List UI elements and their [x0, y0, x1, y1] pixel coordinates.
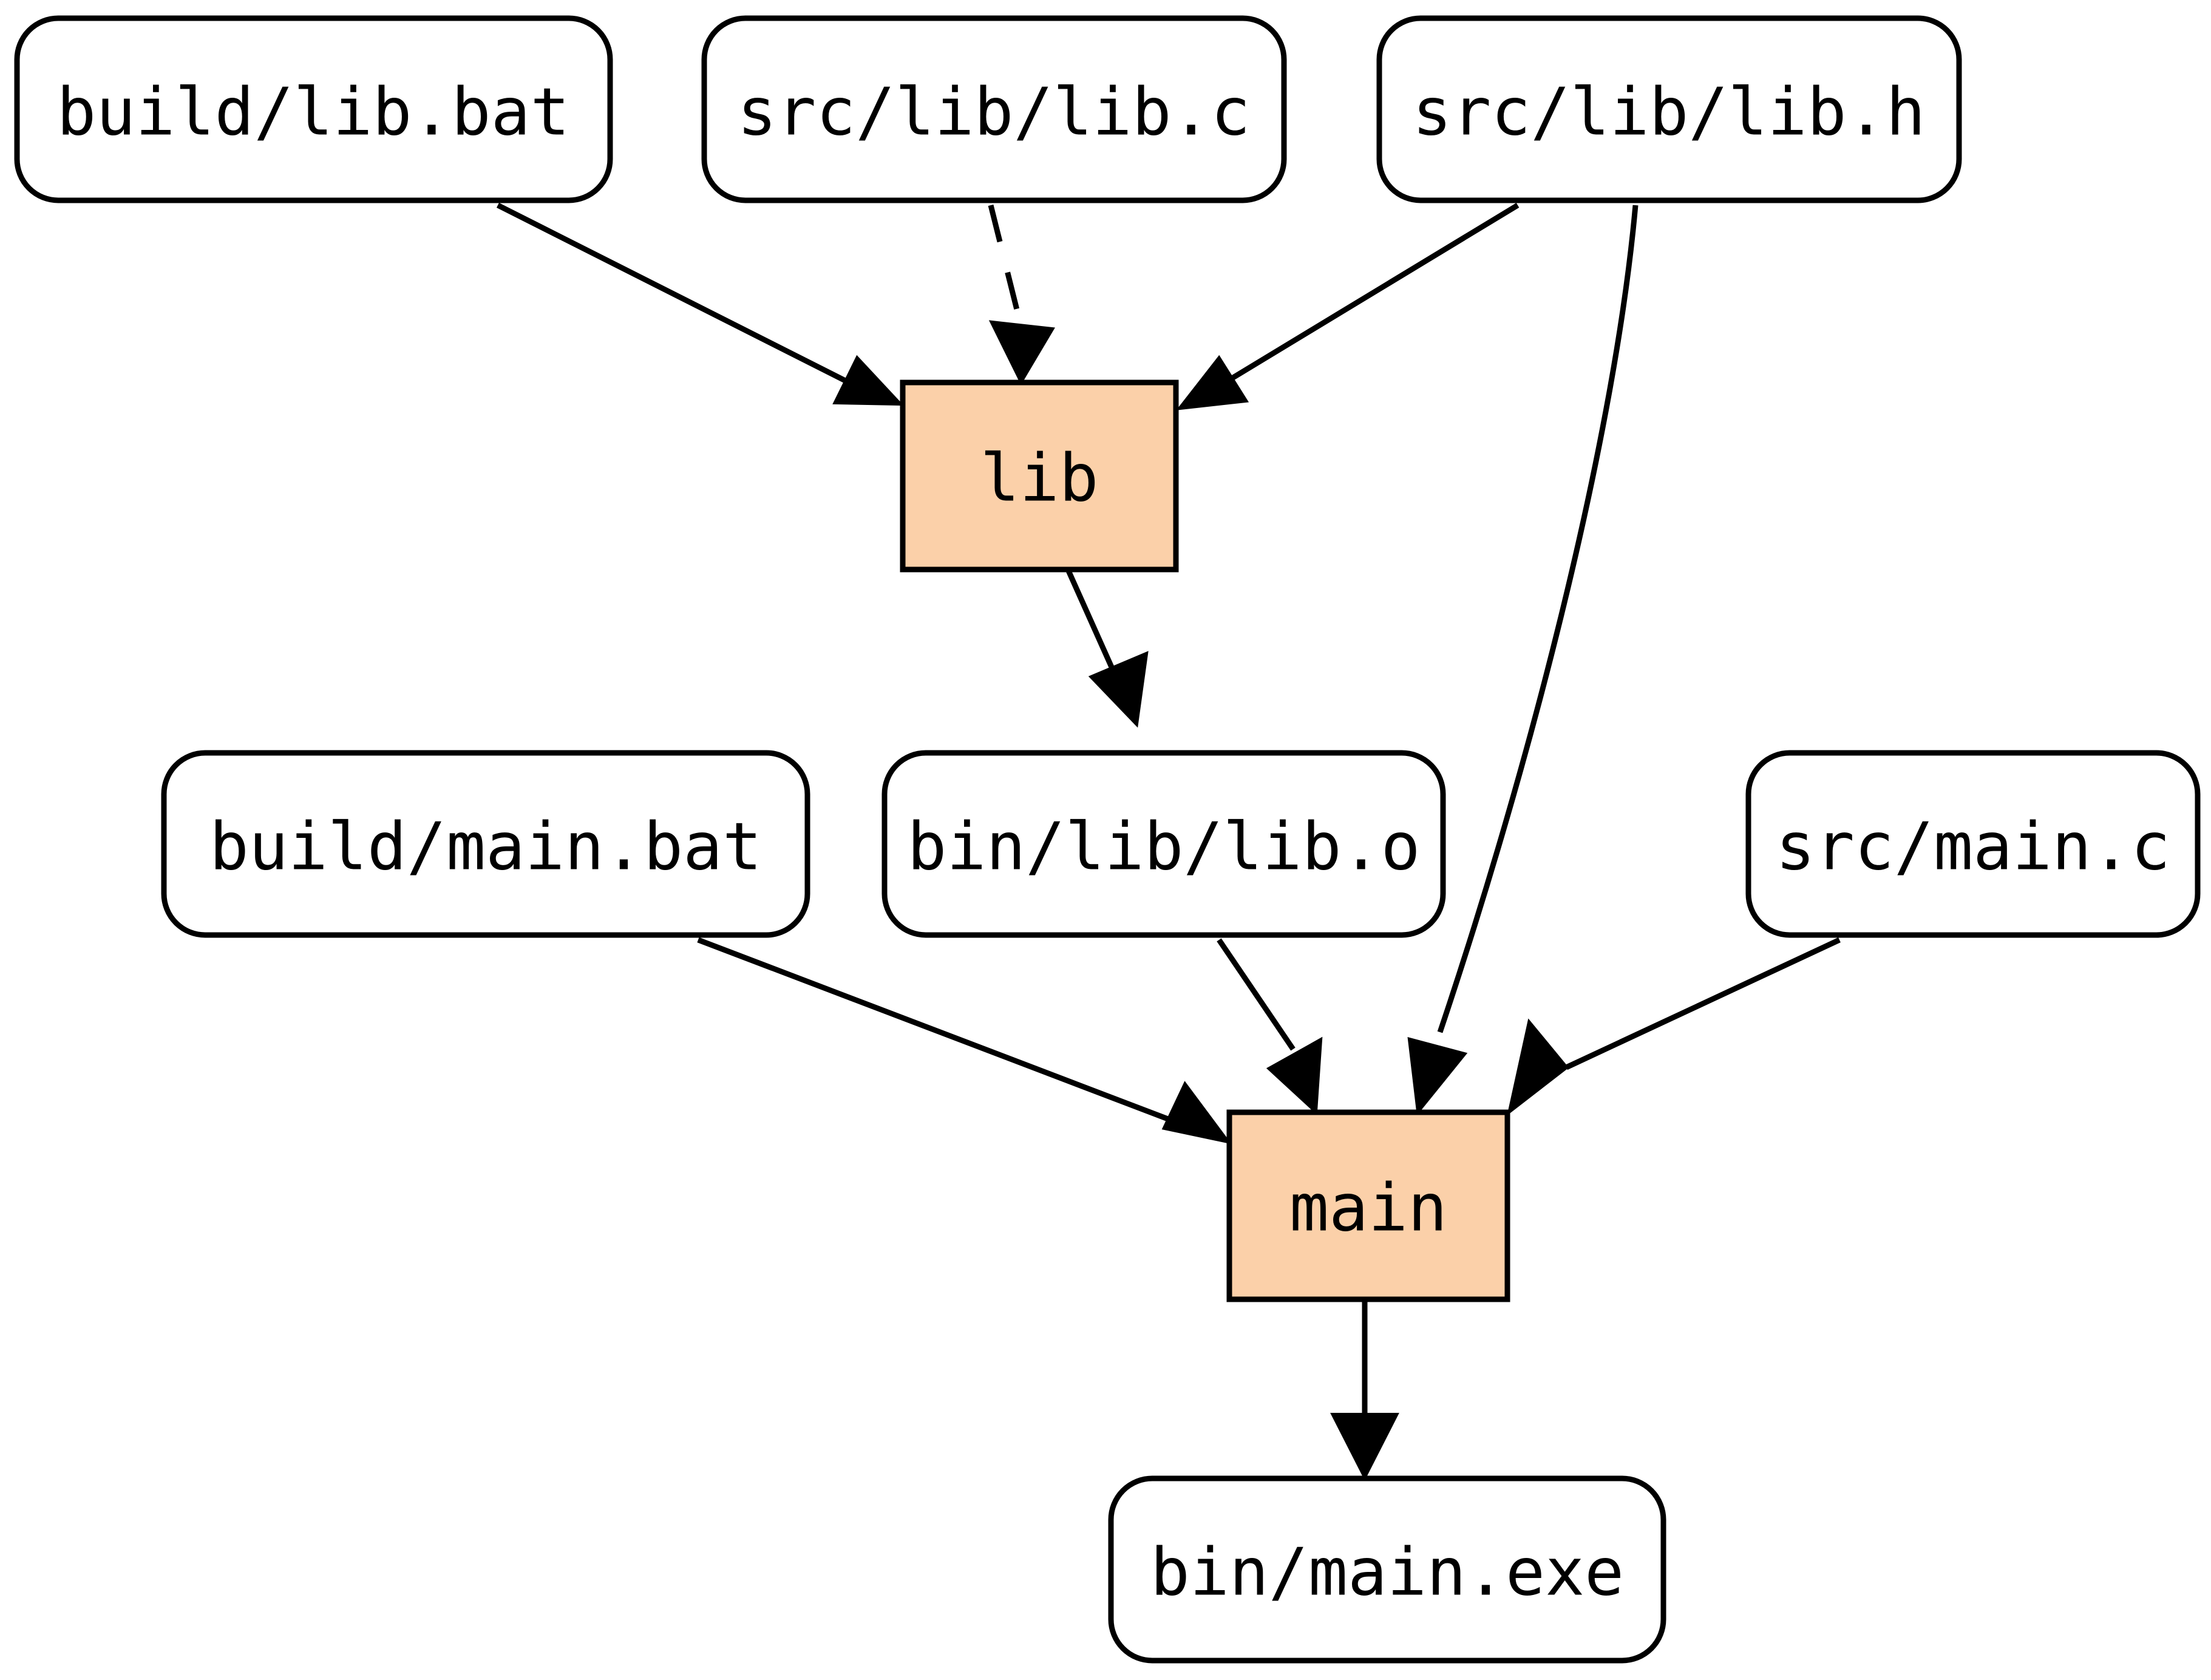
node-src-lib-lib-h[interactable]: src/lib/lib.h — [1376, 15, 1962, 203]
node-shape[interactable] — [1376, 15, 1962, 203]
node-src-lib-lib-c[interactable]: src/lib/lib.c — [701, 15, 1287, 203]
edge-src-main-c-to-main — [1507, 937, 1841, 1116]
node-bin-main-exe[interactable]: bin/main.exe — [1108, 1475, 1666, 1664]
edge-path — [697, 937, 1177, 1125]
node-shape[interactable] — [161, 750, 810, 938]
edge-src-lib-lib-h-to-lib — [1176, 203, 1520, 410]
node-shape[interactable] — [1108, 1475, 1666, 1664]
node-shape[interactable] — [701, 15, 1287, 203]
edge-main-to-bin-main-exe — [1330, 1299, 1399, 1481]
arrowhead-icon — [1507, 1018, 1569, 1116]
node-shape[interactable] — [1745, 750, 2201, 938]
node-lib[interactable]: lib — [900, 379, 1179, 573]
node-shape[interactable] — [881, 750, 1446, 938]
arrowhead-icon — [1088, 651, 1149, 728]
edge-src-lib-lib-c-to-lib — [988, 204, 1055, 386]
arrowhead-icon — [988, 320, 1055, 386]
edge-src-lib-lib-h-to-main — [1407, 205, 1639, 1116]
arrowhead-icon — [1266, 1036, 1323, 1115]
node-label: src/lib/lib.c — [737, 75, 1250, 151]
node-main[interactable]: main — [1226, 1109, 1510, 1302]
nodes-layer: build/lib.bat src/lib/lib.c src/lib/lib.… — [14, 15, 2201, 1664]
edges-layer — [496, 202, 1841, 1481]
node-label: build/main.bat — [209, 809, 762, 885]
arrowhead-icon — [1330, 1413, 1399, 1481]
edge-build-lib-bat-to-lib — [496, 202, 905, 406]
edge-build-main-bat-to-main — [697, 937, 1232, 1144]
node-build-lib-bat[interactable]: build/lib.bat — [14, 15, 613, 203]
node-label: lib — [980, 441, 1098, 517]
arrowhead-icon — [1161, 1081, 1232, 1144]
arrowhead-icon — [832, 355, 905, 406]
node-label: main — [1289, 1171, 1447, 1246]
node-label: build/lib.bat — [56, 75, 569, 151]
edge-path — [1565, 937, 1841, 1070]
edge-path — [1205, 203, 1520, 396]
node-bin-lib-lib-o[interactable]: bin/lib/lib.o — [881, 750, 1446, 938]
edge-path — [988, 204, 1029, 347]
node-shape[interactable] — [900, 379, 1179, 573]
node-shape[interactable] — [1226, 1109, 1510, 1302]
edge-path — [1437, 205, 1639, 1033]
arrowhead-icon — [1407, 1036, 1468, 1116]
edge-path — [1217, 938, 1296, 1051]
node-label: src/main.c — [1776, 809, 2170, 885]
edge-path — [496, 202, 876, 398]
node-src-main-c[interactable]: src/main.c — [1745, 750, 2201, 938]
node-build-main-bat[interactable]: build/main.bat — [161, 750, 810, 938]
node-shape[interactable] — [14, 15, 613, 203]
node-label: bin/main.exe — [1150, 1535, 1624, 1611]
edge-lib-to-bin-lib-lib-o — [1065, 570, 1149, 728]
edge-bin-lib-lib-o-to-main — [1217, 938, 1323, 1115]
node-label: src/lib/lib.h — [1412, 75, 1925, 151]
node-label: bin/lib/lib.o — [907, 809, 1420, 885]
arrowhead-icon — [1176, 355, 1249, 410]
